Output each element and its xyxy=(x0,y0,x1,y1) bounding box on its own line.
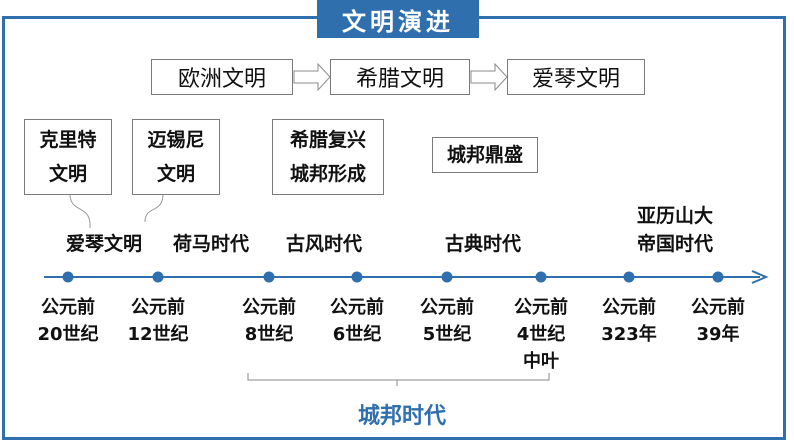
timeline-dot xyxy=(441,271,453,283)
era-alexander-line: 帝国时代 xyxy=(637,233,714,255)
date-line: 公元前 xyxy=(41,297,95,318)
era-alexander: 亚历山大 帝国时代 xyxy=(637,202,713,258)
era-archaic: 古风时代 xyxy=(286,233,363,255)
era-homer: 荷马时代 xyxy=(173,233,250,255)
era-alexander-line: 亚历山大 xyxy=(637,205,714,227)
timeline-dot xyxy=(62,271,74,283)
date-line: 公元前 xyxy=(330,297,384,318)
date-line: 20世纪 xyxy=(37,324,99,345)
date-line: 4世纪 xyxy=(516,324,566,345)
timeline-arrowhead xyxy=(751,270,769,284)
page-title: 文明演进 xyxy=(317,0,479,38)
box-line: 克里特 xyxy=(39,129,97,151)
flow-box-greece: 希腊文明 xyxy=(330,59,470,95)
date-line: 公元前 xyxy=(691,297,745,318)
box-line: 文明 xyxy=(156,163,195,185)
date-line: 39年 xyxy=(696,324,740,345)
era-classical: 古典时代 xyxy=(445,233,522,255)
era-aegean: 爱琴文明 xyxy=(66,233,143,255)
callout-crete xyxy=(69,193,91,229)
callout-mycenae xyxy=(144,193,164,223)
city-state-bracket xyxy=(247,373,550,386)
flow-box-aegean: 爱琴文明 xyxy=(507,59,645,95)
date-line: 5世纪 xyxy=(422,324,472,345)
timeline-dot xyxy=(535,271,547,283)
box-line: 迈锡尼 xyxy=(147,129,205,151)
timeline-dot xyxy=(712,271,724,283)
date-line: 公元前 xyxy=(601,297,656,318)
date-label: 公元前 5世纪 xyxy=(420,294,474,348)
date-line: 8世纪 xyxy=(244,324,294,345)
box-city-state-flourish: 城邦鼎盛 xyxy=(432,137,538,173)
box-line: 文明 xyxy=(48,163,87,185)
date-line: 12世纪 xyxy=(127,324,189,345)
box-mycenae-civilization: 迈锡尼 文明 xyxy=(132,119,220,195)
date-line: 公元前 xyxy=(420,297,474,318)
date-label: 公元前 4世纪 中叶 xyxy=(514,294,568,375)
date-label: 公元前 39年 xyxy=(691,294,745,348)
date-line: 公元前 xyxy=(131,297,185,318)
timeline-dot xyxy=(263,271,275,283)
box-line: 希腊复兴 xyxy=(289,129,366,151)
box-crete-civilization: 克里特 文明 xyxy=(24,119,112,195)
date-label: 公元前 12世纪 xyxy=(127,294,188,348)
date-line: 323年 xyxy=(601,324,657,345)
date-line: 公元前 xyxy=(514,297,568,318)
box-line: 城邦形成 xyxy=(289,163,366,185)
flow-arrow-2 xyxy=(470,62,508,92)
date-line: 公元前 xyxy=(242,297,296,318)
city-state-era-label: 城邦时代 xyxy=(357,404,446,429)
date-line: 6世纪 xyxy=(332,324,382,345)
timeline-dot xyxy=(351,271,363,283)
date-label: 公元前 20世纪 xyxy=(37,294,98,348)
flow-arrow-1 xyxy=(293,62,331,92)
date-label: 公元前 6世纪 xyxy=(330,294,384,348)
date-label: 公元前 323年 xyxy=(601,294,657,348)
timeline-dot xyxy=(623,271,635,283)
timeline-dot xyxy=(152,271,164,283)
date-line: 中叶 xyxy=(523,351,559,372)
flow-box-europe: 欧洲文明 xyxy=(151,59,293,95)
date-label: 公元前 8世纪 xyxy=(242,294,296,348)
box-greek-revival: 希腊复兴 城邦形成 xyxy=(272,119,384,195)
